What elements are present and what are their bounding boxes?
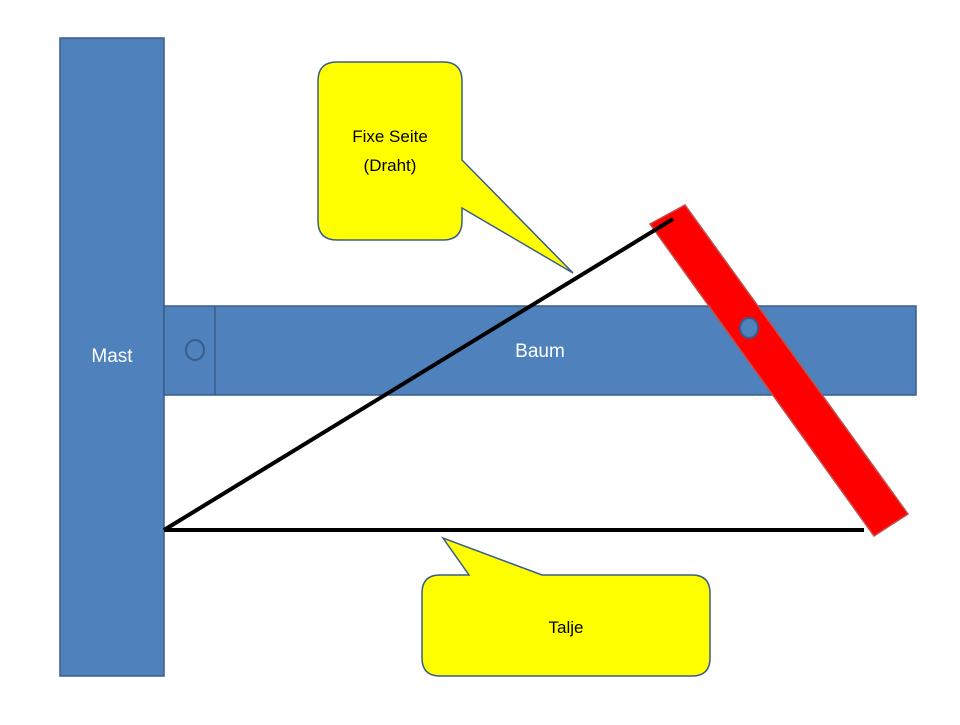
baum-label: Baum [515, 341, 565, 362]
fixed-side-wire [162, 217, 675, 532]
lever-pivot [739, 317, 759, 339]
callout-tackle [421, 536, 711, 677]
gooseneck-pivot [185, 339, 205, 361]
red-lever [648, 204, 910, 538]
mast-bar [59, 37, 165, 677]
mast-label: Mast [91, 346, 133, 367]
callout-fixed-side-line2: (Draht) [364, 156, 417, 175]
callout-fixed-side-line1: Fixe Seite [352, 127, 428, 146]
callout-fixed-side [317, 61, 574, 274]
callout-tackle-label: Talje [549, 618, 584, 637]
